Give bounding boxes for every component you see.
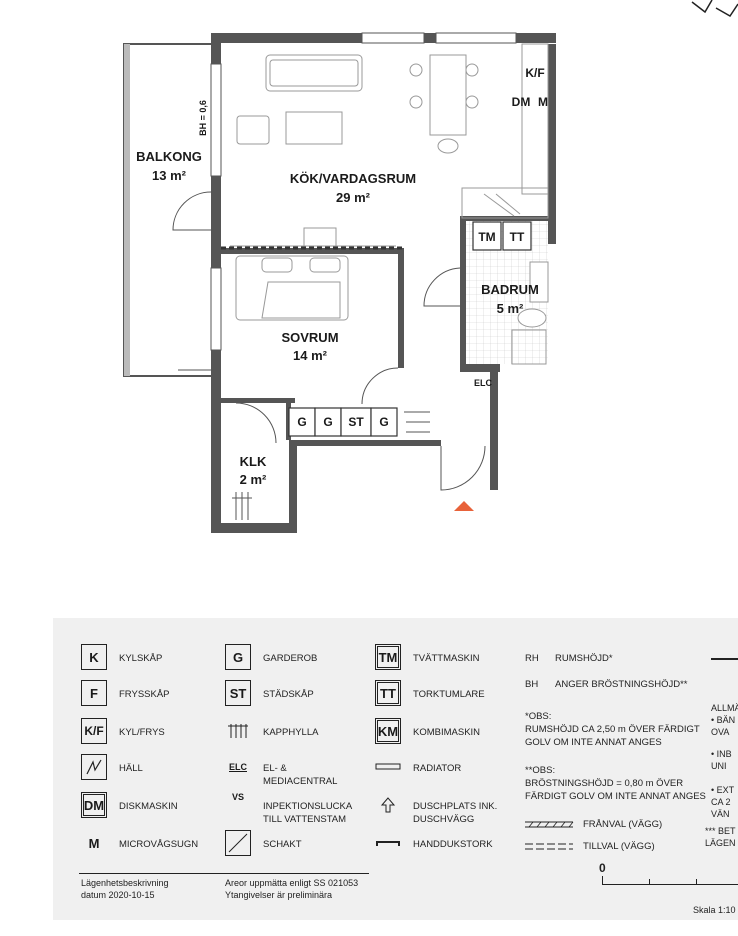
scale-bar (602, 884, 738, 885)
legend-label-brostningshojd: ANGER BRÖSTNINGSHÖJD** (555, 679, 688, 690)
footer-description-date: Lägenhetsbeskrivning datum 2020-10-15 (81, 878, 169, 900)
balcony (123, 43, 213, 377)
doors (172, 191, 486, 491)
code-g-3: G (379, 415, 388, 429)
appliance-boxes (288, 221, 532, 437)
legend-code-rh: RH (525, 653, 539, 664)
legend-symbol-vs: VS (225, 792, 251, 818)
legend-label-handdukstork: HANDDUKSTORK (413, 839, 493, 850)
scale-label: Skala 1:10 (693, 905, 736, 915)
shower-icon (375, 792, 401, 818)
coat-rack-icon (225, 718, 251, 744)
legend-symbol-elc: ELC (225, 754, 251, 780)
footer-area-note: Areor uppmätta enligt SS 021053 Ytangive… (225, 878, 359, 900)
legend-label-duschplats: DUSCHPLATS INK. DUSCHVÄGG (413, 801, 498, 825)
legend-label-tvattmaskin: TVÄTTMASKIN (413, 653, 480, 664)
code-kf: K/F (525, 66, 544, 80)
room-name-kok: KÖK/VARDAGSRUM (290, 171, 416, 186)
legend: K KYLSKÅP F FRYSSKÅP K/F KYL/FRYS HÄLL D… (53, 618, 738, 920)
hob-icon (81, 754, 107, 780)
legend-symbol-km: KM (375, 718, 401, 744)
legend-symbol-kf: K/F (81, 718, 107, 744)
legend-divider (79, 873, 369, 874)
scale-tick (696, 879, 697, 885)
legend-label-garderob: GARDEROB (263, 653, 318, 664)
code-tm: TM (478, 230, 495, 244)
legend-code-bh: BH (525, 679, 539, 690)
room-area-kok: 29 m² (336, 190, 371, 205)
code-g-2: G (323, 415, 332, 429)
legend-symbol-tt: TT (375, 680, 401, 706)
code-dm: DM (512, 95, 531, 109)
legend-label-hall: HÄLL (119, 763, 143, 774)
room-area-klk: 2 m² (240, 472, 267, 487)
legend-label-inspektionslucka: INPEKTIONSLUCKA TILL VATTENSTAM (263, 801, 353, 825)
tillval-line-icon (525, 843, 573, 850)
legend-label-frysskap: FRYSSKÅP (119, 689, 170, 700)
entrance-marker-icon (454, 501, 474, 511)
legend-obs-brostningshojd: **OBS: BRÖSTNINGSHÖJD = 0,80 m ÖVER FÄRD… (525, 765, 706, 802)
legend-label-franval: FRÅNVAL (VÄGG) (583, 819, 663, 830)
legend-label-schakt: SCHAKT (263, 839, 302, 850)
furniture (230, 43, 549, 321)
legend-label-el-mediacentral: EL- & MEDIACENTRAL (263, 763, 338, 787)
legend-label-kapphylla: KAPPHYLLA (263, 727, 319, 738)
legend-label-stadskap: STÄDSKÅP (263, 689, 314, 700)
room-area-balkong: 13 m² (152, 168, 187, 183)
towel-rail-icon (375, 830, 401, 856)
legend-bullet-2: • INB UNI (711, 749, 732, 771)
room-name-klk: KLK (240, 454, 267, 469)
franval-line-icon (525, 821, 574, 828)
room-name-balkong: BALKONG (136, 149, 202, 164)
legend-label-tillval: TILLVAL (VÄGG) (583, 841, 655, 852)
scale-tick (649, 879, 650, 885)
room-area-sovrum: 14 m² (293, 348, 328, 363)
room-area-badrum: 5 m² (497, 301, 524, 316)
radiator-icon (375, 754, 401, 780)
legend-symbol-k: K (81, 644, 107, 670)
legend-allm-heading: ALLMÄ (711, 703, 738, 713)
code-elc: ELC (474, 378, 493, 388)
legend-symbol-f: F (81, 680, 107, 706)
legend-symbol-m: M (81, 830, 107, 856)
legend-symbol-tm: TM (375, 644, 401, 670)
legend-dash-icon (711, 658, 738, 660)
windows (210, 32, 517, 351)
legend-label-kylskap: KYLSKÅP (119, 653, 163, 664)
legend-label-rumshojd: RUMSHÖJD* (555, 653, 613, 664)
code-st: ST (348, 415, 364, 429)
legend-symbol-g: G (225, 644, 251, 670)
legend-label-microvagsugn: MICROVÅGSUGN (119, 839, 199, 850)
legend-footnote: *** BET LÄGEN (705, 826, 736, 848)
legend-label-radiator: RADIATOR (413, 763, 462, 774)
legend-label-kombimaskin: KOMBIMASKIN (413, 727, 481, 738)
room-name-badrum: BADRUM (481, 282, 539, 297)
code-bh: BH = 0,6 (198, 100, 208, 136)
shaft-icon (225, 830, 251, 856)
legend-bullet-1: • BÄN OVA (711, 715, 736, 737)
scale-tick (602, 876, 603, 885)
legend-label-diskmaskin: DISKMASKIN (119, 801, 178, 812)
legend-symbol-dm: DM (81, 792, 107, 818)
legend-symbol-st: ST (225, 680, 251, 706)
legend-obs-rumshojd: *OBS: RUMSHÖJD CA 2,50 m ÖVER FÄRDIGT GO… (525, 711, 700, 748)
coat-rack-icon (232, 411, 430, 520)
code-m: M (538, 95, 548, 109)
legend-label-kylfrys: KYL/FRYS (119, 727, 165, 738)
code-g-1: G (297, 415, 306, 429)
scale-zero-label: 0 (599, 861, 606, 875)
legend-label-torktumlare: TORKTUMLARE (413, 689, 485, 700)
room-name-sovrum: SOVRUM (281, 330, 338, 345)
compass-icon (691, 0, 738, 17)
code-tt: TT (510, 230, 525, 244)
legend-bullet-3: • EXT CA 2 VÄN (711, 785, 735, 819)
floor-plan: BALKONG 13 m² KÖK/VARDAGSRUM 29 m² SOVRU… (123, 0, 738, 533)
